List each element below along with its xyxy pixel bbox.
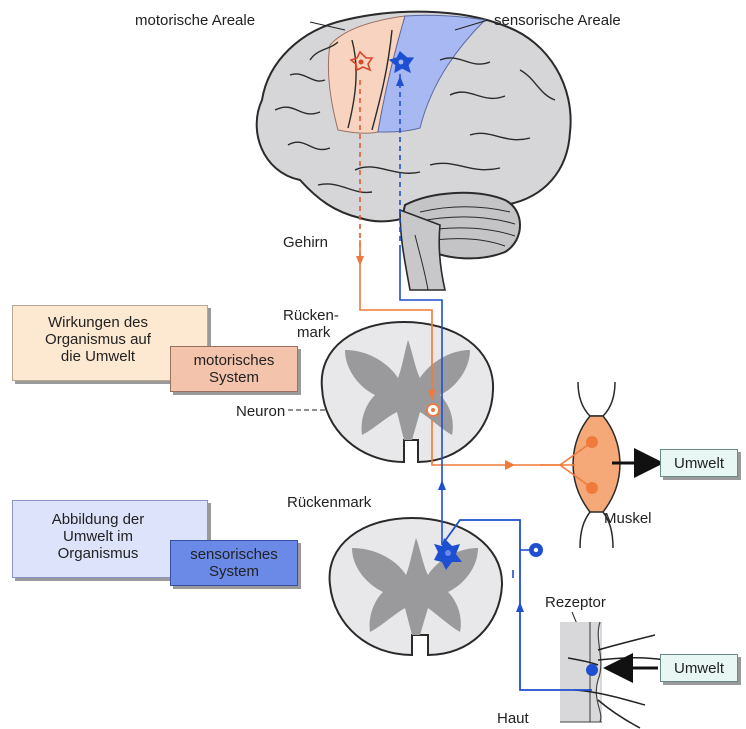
skin-section	[560, 622, 665, 728]
spinal-cord-bottom-label: Rückenmark	[287, 494, 371, 511]
sensory-system-line-1: sensorisches	[171, 546, 297, 563]
receptor-label: Rezeptor	[545, 594, 606, 611]
environment-input-box: Umwelt	[660, 654, 738, 682]
motor-areas-label: motorische Areale	[135, 12, 255, 29]
motor-system-line-1: motorisches	[171, 352, 297, 369]
motor-neuron-cord	[427, 404, 439, 416]
effects-line-3: die Umwelt	[19, 348, 177, 365]
representation-line-3: Organismus	[19, 545, 177, 562]
effects-line-1: Wirkungen des	[19, 314, 177, 331]
muscle-label: Muskel	[604, 510, 652, 527]
sensory-system-box: sensorisches System	[170, 540, 298, 586]
representation-line-2: Umwelt im	[19, 528, 177, 545]
skin-label: Haut	[497, 710, 529, 727]
representation-line-1: Abbildung der	[19, 511, 177, 528]
motor-system-box: motorisches System	[170, 346, 298, 392]
neuron-label: Neuron	[236, 403, 285, 420]
spinal-cord-top	[322, 322, 493, 462]
spinal-cord-top-label-1: Rücken-	[283, 307, 339, 324]
spinal-cord-top-label-2: mark	[297, 324, 330, 341]
environment-output-box: Umwelt	[660, 449, 738, 477]
effects-line-2: Organismus auf	[19, 331, 177, 348]
sensory-areas-label: sensorische Areale	[494, 12, 621, 29]
brain-label: Gehirn	[283, 234, 328, 251]
sensory-system-line-2: System	[171, 563, 297, 580]
motor-system-line-2: System	[171, 369, 297, 386]
spinal-cord-bottom	[330, 518, 502, 655]
